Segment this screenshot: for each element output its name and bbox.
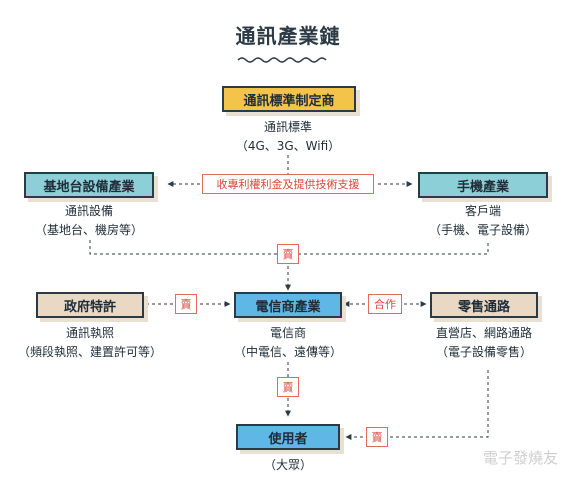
node-telecom: 電信商產業 — [234, 292, 342, 318]
node-base-station-label: 基地台設備產業 — [43, 179, 135, 195]
standards-desc-line1: 通訊標準 — [263, 120, 312, 134]
node-retail-desc: 直營店、網路通路 （電子設備零售） — [404, 324, 564, 362]
node-standards-desc: 通訊標準 （4G、3G、Wifi） — [188, 118, 388, 156]
node-users-desc: （大眾） — [238, 456, 338, 475]
node-base-station: 基地台設備產業 — [24, 172, 154, 198]
diagram-title: 通訊產業鏈 — [235, 24, 341, 48]
label-sell-down-text: 賣 — [282, 381, 294, 394]
label-sell-user: 賣 — [366, 427, 388, 447]
telecom-desc-line1: 電信商 — [269, 326, 306, 340]
node-handset-desc: 客戶端 （手機、電子設備） — [403, 202, 563, 240]
retail-desc-line1: 直營店、網路通路 — [435, 326, 532, 340]
node-users: 使用者 — [236, 424, 340, 450]
label-royalty-text: 收專利權利金及提供技術支援 — [216, 178, 360, 191]
telecom-desc-line2: （中電信、遠傳等） — [233, 345, 342, 359]
government-desc-line1: 通訊執照 — [65, 326, 114, 340]
label-sell-gov-text: 賣 — [180, 298, 192, 311]
node-telecom-label: 電信商產業 — [255, 299, 321, 315]
node-standards-label: 通訊標準制定商 — [243, 93, 335, 109]
handset-desc-line2: （手機、電子設備） — [428, 223, 537, 237]
watermark: 電子發燒友 — [482, 449, 558, 467]
label-sell-top: 賣 — [277, 244, 299, 264]
node-retail-label: 零售通路 — [457, 299, 510, 315]
retail-desc-line2: （電子設備零售） — [435, 345, 532, 359]
label-sell-down: 賣 — [277, 377, 299, 397]
title-wave-underline — [237, 57, 327, 63]
label-sell-user-text: 賣 — [371, 431, 383, 444]
node-government-label: 政府特許 — [63, 299, 116, 315]
node-government: 政府特許 — [36, 292, 144, 318]
government-desc-line2: （頻段執照、建置許可等） — [17, 345, 162, 359]
label-sell-top-text: 賣 — [282, 248, 294, 261]
label-cooperate-text: 合作 — [374, 298, 396, 311]
base-station-desc-line2: （基地台、機房等） — [34, 223, 143, 237]
node-government-desc: 通訊執照 （頻段執照、建置許可等） — [5, 324, 175, 362]
node-standards: 通訊標準制定商 — [222, 86, 356, 112]
retail-to-users-arrow — [345, 370, 489, 440]
users-desc-line1: （大眾） — [263, 458, 312, 472]
handset-desc-line1: 客戶端 — [464, 204, 501, 218]
base-station-desc-line1: 通訊設備 — [64, 204, 113, 218]
node-telecom-desc: 電信商 （中電信、遠傳等） — [208, 324, 368, 362]
node-handset: 手機產業 — [418, 172, 548, 198]
standards-desc-line2: （4G、3G、Wifi） — [235, 139, 341, 153]
label-sell-gov: 賣 — [175, 294, 197, 314]
node-handset-label: 手機產業 — [456, 179, 509, 195]
node-retail: 零售通路 — [430, 292, 538, 318]
node-base-station-desc: 通訊設備 （基地台、機房等） — [9, 202, 169, 240]
label-royalty: 收專利權利金及提供技術支援 — [202, 174, 374, 194]
node-users-label: 使用者 — [268, 431, 308, 447]
label-cooperate: 合作 — [368, 294, 402, 314]
